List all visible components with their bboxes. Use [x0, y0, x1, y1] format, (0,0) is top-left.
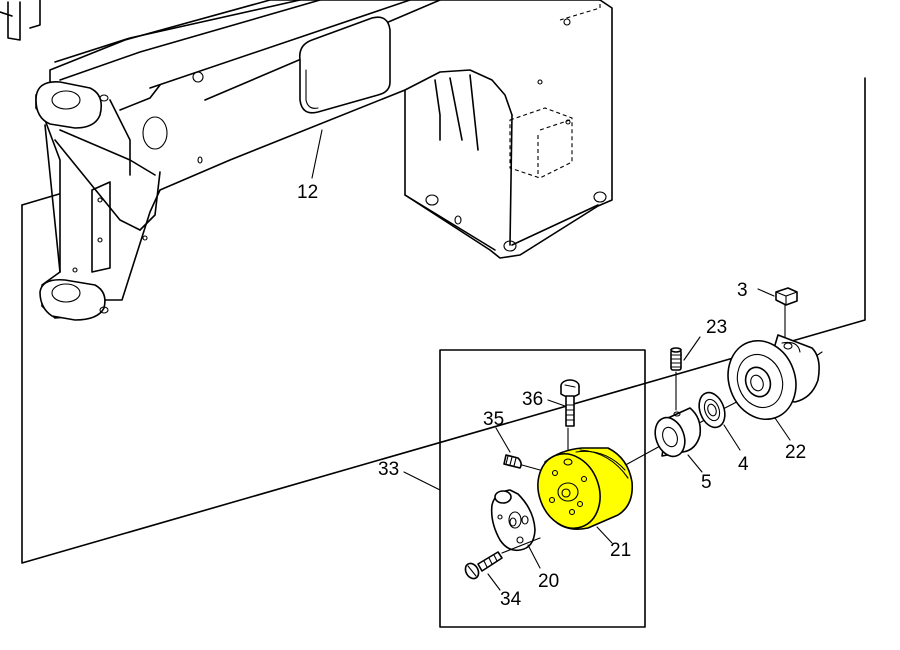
callout-21: 21 [610, 540, 631, 561]
washer-part-4 [698, 391, 726, 429]
leader-5 [687, 454, 703, 473]
callout-4: 4 [738, 454, 749, 475]
callout-12: 12 [297, 182, 318, 203]
leader-36 [547, 399, 566, 407]
leader-3 [757, 288, 775, 297]
callout-35: 35 [483, 409, 504, 430]
bracket-plate-part-20 [490, 489, 536, 552]
leader-12 [311, 129, 323, 179]
frame-assembly-12 [0, 0, 613, 321]
callout-20: 20 [538, 571, 559, 592]
leader-21 [596, 526, 613, 544]
callout-34: 34 [500, 589, 522, 610]
square-nut-part-3 [775, 287, 798, 306]
roller-part-22 [727, 334, 820, 421]
callout-5: 5 [701, 472, 712, 493]
inner-detail-box-33 [439, 349, 646, 628]
leader-22 [774, 417, 791, 441]
bolt-part-34 [464, 551, 503, 580]
leader-4 [723, 424, 741, 451]
set-screw-part-23 [670, 347, 682, 371]
leader-23 [683, 336, 701, 361]
set-screw-part-35 [503, 454, 522, 469]
cam-part-21-highlighted [537, 447, 634, 530]
cap-screw-part-36 [560, 379, 580, 427]
callout-33: 33 [378, 459, 399, 480]
callout-23: 23 [706, 317, 727, 338]
leader-20 [527, 544, 541, 569]
callout-36: 36 [522, 389, 543, 410]
leader-33 [403, 471, 441, 491]
collar-part-5 [654, 407, 702, 458]
callout-3: 3 [737, 280, 748, 301]
leader-34 [487, 573, 501, 591]
callout-22: 22 [785, 442, 806, 463]
leader-35 [495, 427, 511, 453]
